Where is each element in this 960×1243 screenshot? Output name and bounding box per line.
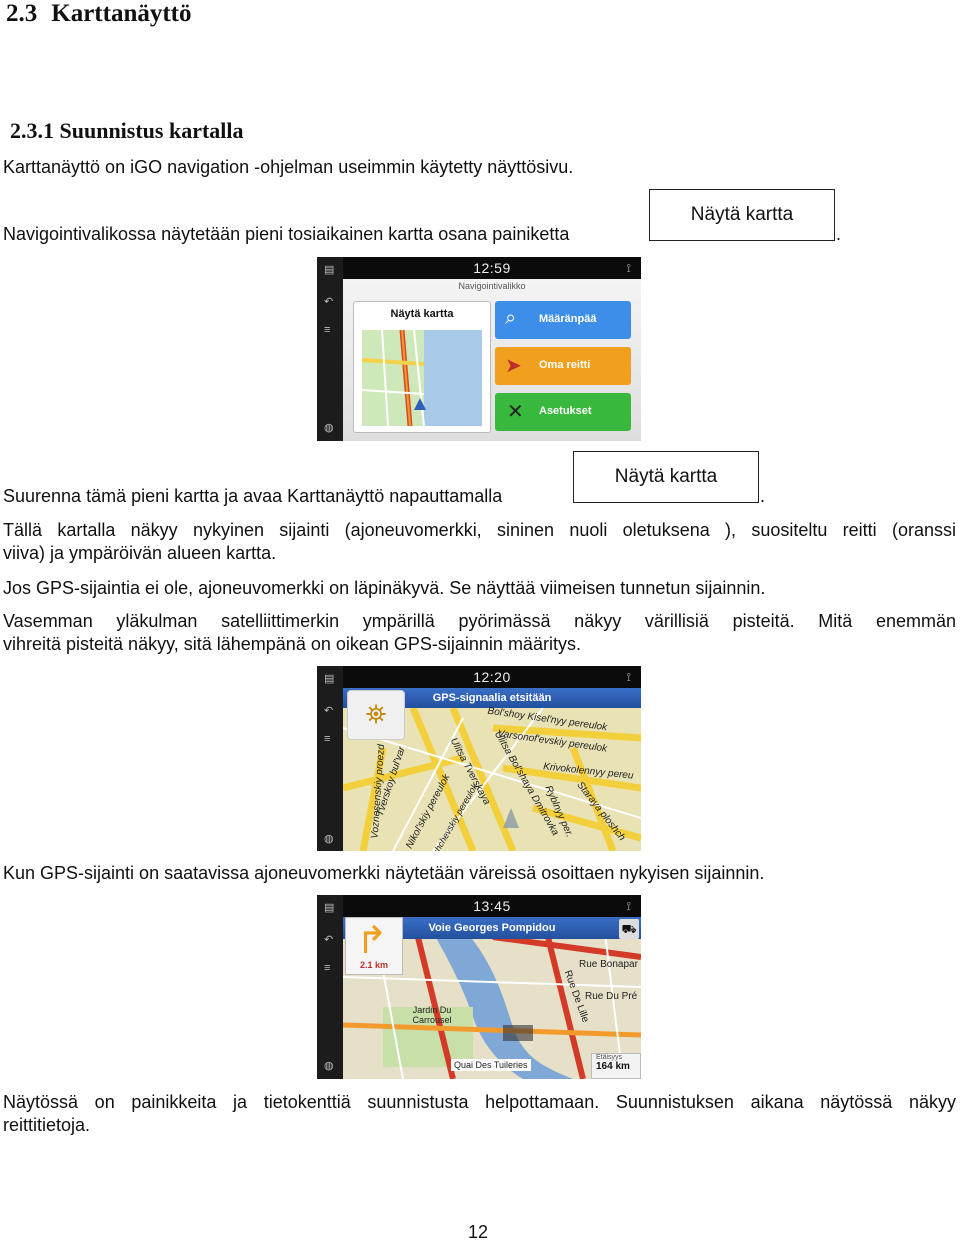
street-label: Rue Bonapar bbox=[579, 959, 638, 970]
chat-icon: ◍ bbox=[324, 422, 334, 434]
screen-sidebar: ▤ ↶ ≡ ◍ bbox=[317, 666, 343, 851]
turn-arrow-icon: ↱ bbox=[356, 920, 388, 962]
current-street: Quai Des Tuileries bbox=[451, 1059, 531, 1071]
back-icon: ↶ bbox=[324, 296, 334, 308]
status-time: 12:59 bbox=[473, 260, 511, 276]
screenshot-navigation-menu: ▤ ↶ ≡ ◍ 12:59 ⟟ Navigointivalikko Näytä … bbox=[317, 257, 641, 441]
status-time: 13:45 bbox=[473, 898, 511, 914]
my-route-label: Oma reitti bbox=[539, 359, 591, 371]
street-label: Rue Du Pré bbox=[585, 991, 638, 1002]
screen-sidebar: ▤ ↶ ≡ ◍ bbox=[317, 895, 343, 1079]
chat-icon: ◍ bbox=[324, 833, 334, 845]
route-icon: ➤ bbox=[505, 355, 522, 377]
destination-label: Määränpää bbox=[539, 313, 597, 325]
show-map-tile-label: Näytä kartta bbox=[390, 308, 454, 320]
period-2: . bbox=[760, 486, 766, 506]
settings-button-bg bbox=[495, 393, 631, 431]
back-icon: ↶ bbox=[324, 934, 334, 946]
street-label: Jardin Du Carrousel bbox=[412, 1005, 452, 1025]
subsection-title: Suunnistus kartalla bbox=[59, 118, 244, 143]
signal-icon: ▤ bbox=[324, 902, 335, 914]
chat-icon: ◍ bbox=[324, 1060, 334, 1072]
antenna-icon: ⟟ bbox=[626, 899, 631, 913]
destination-button-bg bbox=[495, 301, 631, 339]
antenna-icon: ⟟ bbox=[626, 261, 631, 275]
paragraph-intro: Karttanäyttö on iGO navigation -ohjelman… bbox=[3, 157, 574, 177]
paragraph-buttons-line2: reittitietoja. bbox=[3, 1115, 91, 1135]
paragraph-map-contents-line1: Tällä kartalla näkyy nykyinen sijainti (… bbox=[3, 520, 956, 540]
antenna-icon: ⟟ bbox=[626, 670, 631, 684]
settings-button[interactable]: ✕ Asetukset bbox=[495, 393, 631, 431]
menu-icon: ≡ bbox=[324, 324, 331, 336]
remaining-distance-value: 164 km bbox=[596, 1061, 630, 1072]
page-number: 12 bbox=[468, 1222, 489, 1242]
status-bar: 12:59 ⟟ bbox=[343, 257, 641, 279]
gps-banner: GPS-signaalia etsitään bbox=[343, 688, 641, 708]
cart-icon[interactable]: ⛟ bbox=[619, 919, 639, 939]
menu-title: Navigointivalikko bbox=[458, 281, 526, 291]
satellite-button[interactable]: ⛯ bbox=[347, 690, 405, 740]
paragraph-buttons-line1: Näytössä on painikkeita ja tietokenttiä … bbox=[3, 1092, 956, 1112]
back-icon: ↶ bbox=[324, 705, 334, 717]
settings-label: Asetukset bbox=[539, 405, 592, 417]
street-banner: Voie Georges Pompidou bbox=[343, 917, 641, 939]
menu-icon: ≡ bbox=[324, 962, 331, 974]
inline-show-map-button: Näytä kartta bbox=[649, 189, 835, 241]
subsection-heading: 2.3.1 Suunnistus kartalla bbox=[10, 118, 244, 144]
paragraph-gps-available: Kun GPS-sijainti on saatavissa ajoneuvom… bbox=[3, 863, 765, 883]
period: . bbox=[836, 224, 842, 244]
tools-icon: ✕ bbox=[507, 401, 524, 423]
subsection-number: 2.3.1 bbox=[10, 118, 54, 143]
navigation-map bbox=[343, 917, 641, 1079]
remaining-distance-field[interactable]: Etäisyys 164 km bbox=[591, 1053, 641, 1079]
paragraph-no-gps: Jos GPS-sijaintia ei ole, ajoneuvomerkki… bbox=[3, 578, 766, 598]
paragraph-map-contents-line2: viiva) ja ympäröivän alueen kartta. bbox=[3, 543, 277, 563]
inline-show-map-button-2: Näytä kartta bbox=[573, 451, 759, 503]
paragraph-satellite-line1: Vasemman yläkulman satelliittimerkin ymp… bbox=[3, 611, 956, 631]
screen-sidebar: ▤ ↶ ≡ ◍ bbox=[317, 257, 343, 441]
status-bar: 13:45 ⟟ bbox=[343, 895, 641, 917]
section-heading: 2.3 Karttanäyttö bbox=[6, 0, 192, 28]
magnifier-icon: ⌕ bbox=[505, 307, 517, 329]
satellite-icon: ⛯ bbox=[365, 699, 387, 729]
turn-distance: 2.1 km bbox=[360, 960, 389, 970]
turn-indicator: ↱ 2.1 km bbox=[345, 917, 403, 975]
destination-button[interactable]: ⌕ Määränpää bbox=[495, 301, 631, 339]
status-bar: 12:20 ⟟ bbox=[343, 666, 641, 688]
signal-icon: ▤ bbox=[324, 673, 335, 685]
menu-icon: ≡ bbox=[324, 733, 331, 745]
remaining-distance-label: Etäisyys bbox=[596, 1054, 623, 1061]
paragraph-nav-menu: Navigointivalikossa näytetään pieni tosi… bbox=[3, 223, 569, 246]
my-route-button-bg bbox=[495, 347, 631, 385]
screenshot-gps-search: ▤ ↶ ≡ ◍ 12:20 ⟟ GPS-signaalia etsitään ⛯… bbox=[317, 666, 641, 851]
paragraph-satellite-line2: vihreitä pisteitä näkyy, sitä lähempänä … bbox=[3, 634, 581, 654]
vehicle-marker bbox=[503, 808, 519, 828]
paragraph-nav-menu-text: Navigointivalikossa näytetään pieni tosi… bbox=[3, 224, 570, 244]
paragraph-enlarge-map: Suurenna tämä pieni kartta ja avaa Kartt… bbox=[3, 486, 503, 506]
mini-map bbox=[362, 330, 482, 426]
status-time: 12:20 bbox=[473, 669, 511, 685]
my-route-button[interactable]: ➤ Oma reitti bbox=[495, 347, 631, 385]
signal-icon: ▤ bbox=[324, 264, 335, 276]
menu-panel: Navigointivalikko Näytä kartta ⌕ Määränp… bbox=[343, 279, 641, 441]
section-title: Karttanäyttö bbox=[51, 0, 192, 27]
screenshot-navigation: ▤ ↶ ≡ ◍ 13:45 ⟟ Voie Georges Pompidou ⛟ … bbox=[317, 895, 641, 1079]
show-map-tile[interactable]: Näytä kartta bbox=[353, 301, 491, 433]
section-number: 2.3 bbox=[6, 0, 38, 27]
